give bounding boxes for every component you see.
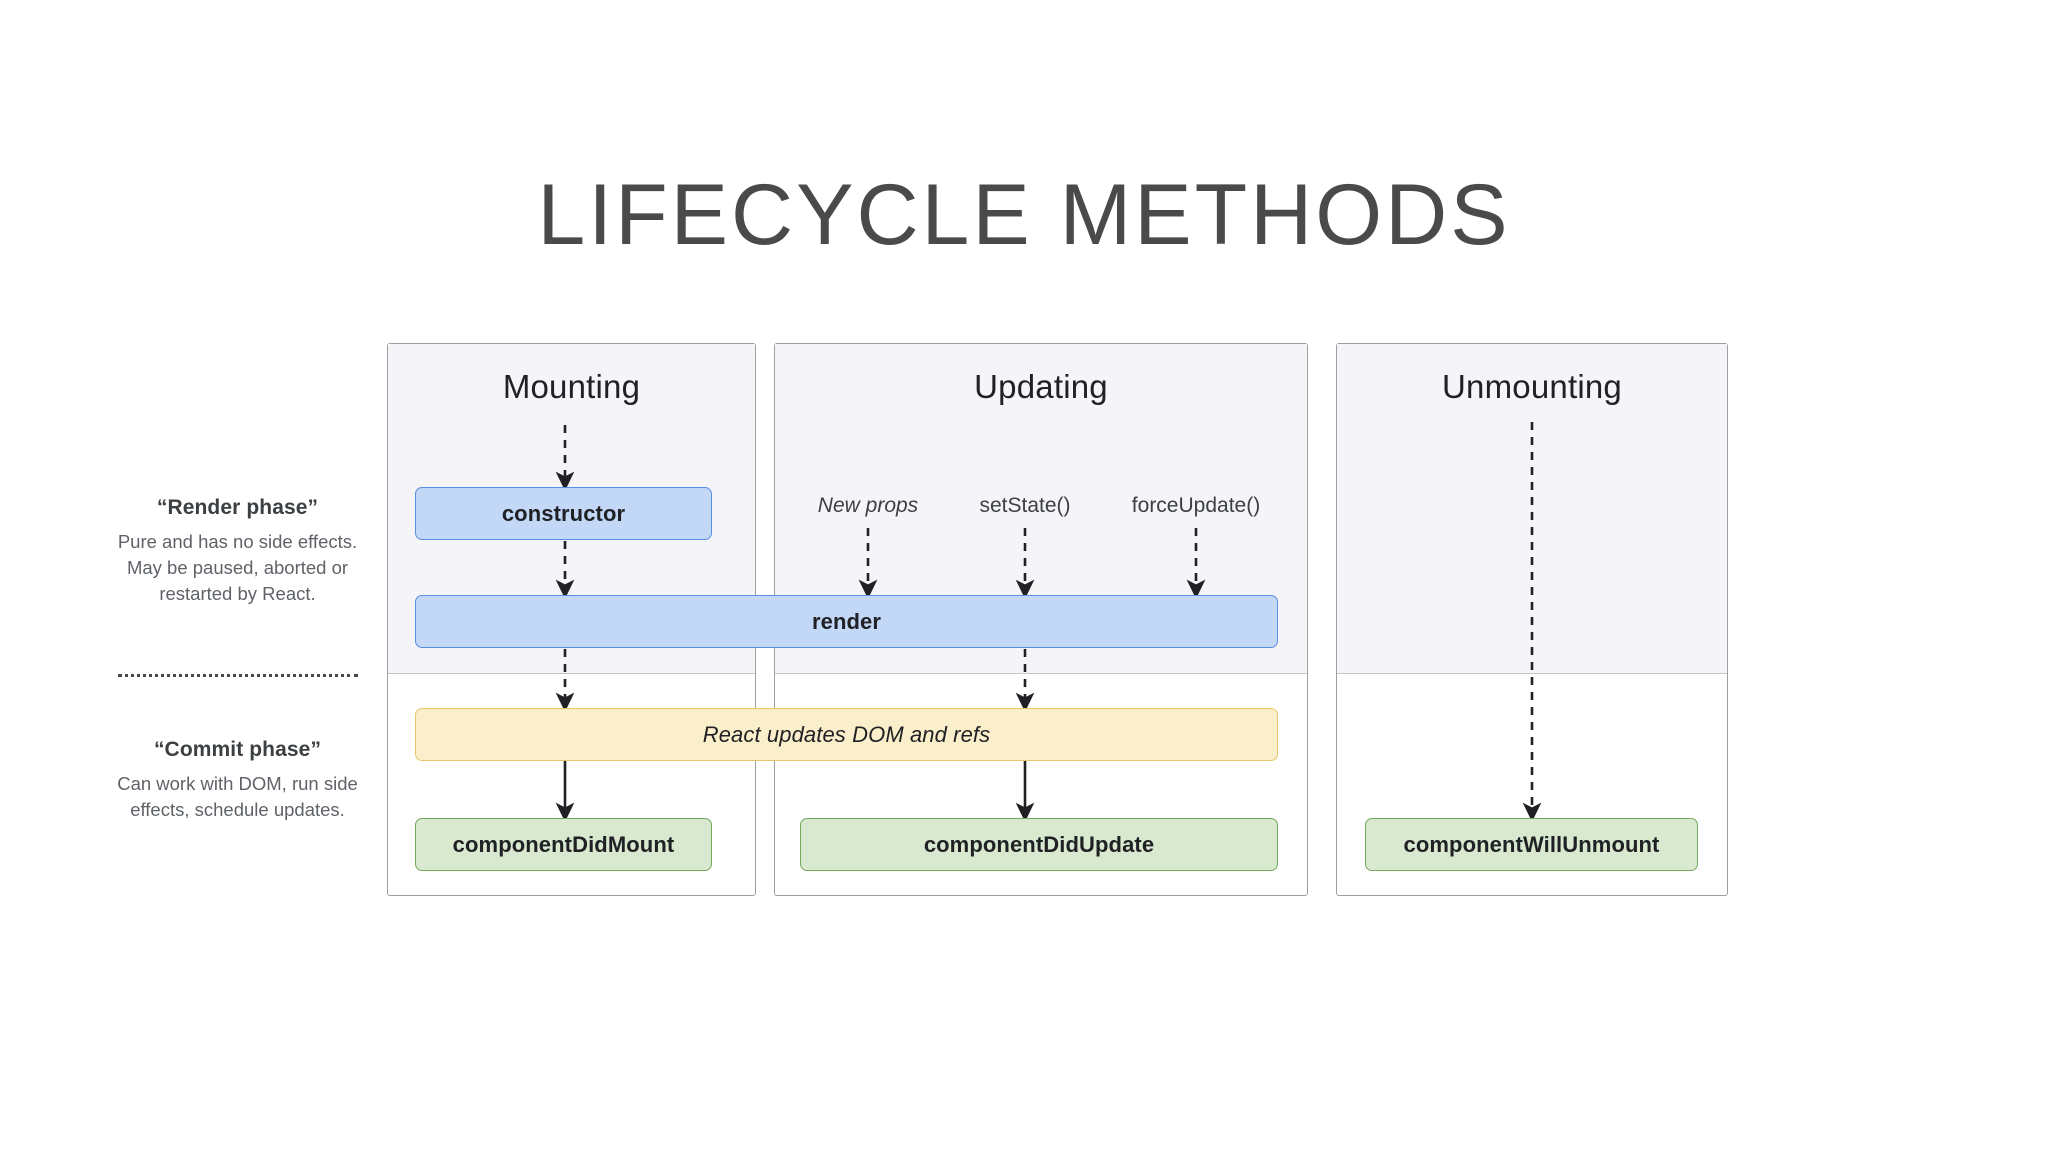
lifecycle-box-component-will-unmount[interactable]: componentWillUnmount — [1365, 818, 1698, 871]
lifecycle-box-constructor[interactable]: constructor — [415, 487, 712, 540]
render-phase-description: Pure and has no side effects. May be pau… — [117, 531, 358, 604]
column-heading-mounting: Mounting — [502, 368, 641, 405]
render-phase-title: “Render phase” — [156, 496, 319, 519]
trigger-label-force-update: forceUpdate() — [1131, 494, 1261, 517]
page-title: LIFECYCLE METHODS — [537, 166, 1511, 263]
trigger-label-new-props: New props — [817, 494, 919, 517]
lifecycle-box-component-did-mount[interactable]: componentDidMount — [415, 818, 712, 871]
trigger-label-set-state: setState() — [979, 494, 1071, 517]
commit-phase-title: “Commit phase” — [153, 738, 322, 761]
column-heading-unmounting: Unmounting — [1442, 368, 1622, 405]
lifecycle-box-render[interactable]: render — [415, 595, 1278, 648]
lifecycle-box-react-updates-dom-and-refs[interactable]: React updates DOM and refs — [415, 708, 1278, 761]
phase-divider-dotted-line — [118, 674, 358, 677]
render-phase-legend: “Render phase” Pure and has no side effe… — [115, 496, 360, 607]
column-heading-updating: Updating — [974, 368, 1108, 405]
commit-phase-description: Can work with DOM, run side effects, sch… — [117, 773, 358, 820]
lifecycle-box-component-did-update[interactable]: componentDidUpdate — [800, 818, 1278, 871]
commit-phase-legend: “Commit phase” Can work with DOM, run si… — [115, 738, 360, 823]
column-panel-unmounting: Unmounting — [1336, 343, 1728, 896]
